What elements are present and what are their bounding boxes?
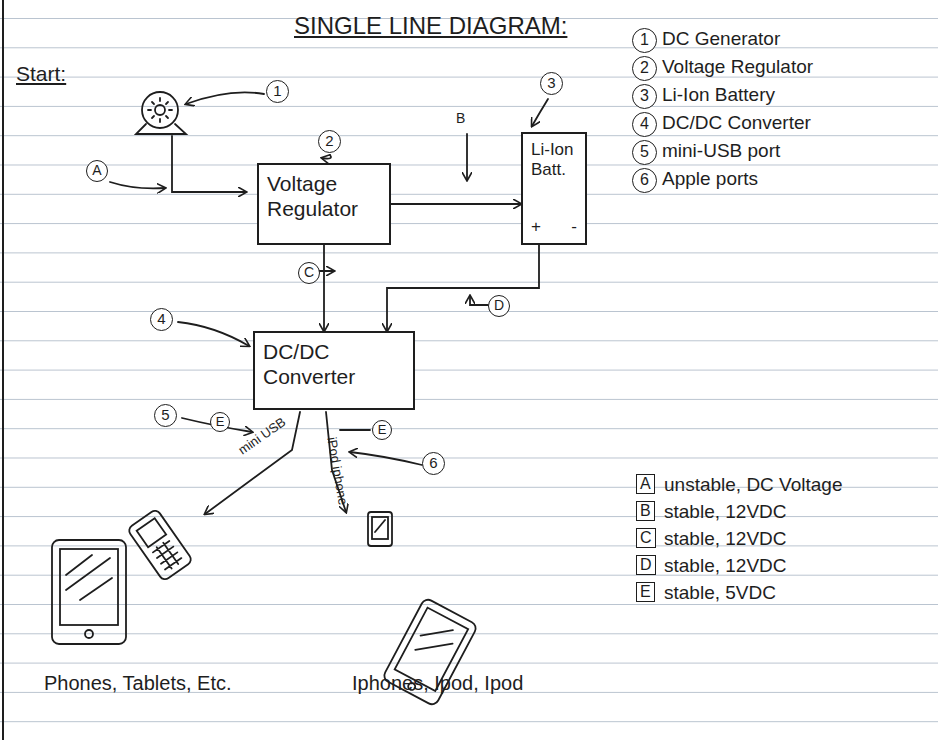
callout-number: A bbox=[86, 160, 108, 182]
diagram-title: SINGLE LINE DIAGRAM: bbox=[294, 12, 567, 40]
leader-line bbox=[186, 92, 264, 104]
leader-line bbox=[322, 155, 331, 159]
callout-number: D bbox=[488, 295, 510, 317]
callout-letter: B bbox=[636, 501, 655, 521]
leader-line bbox=[466, 134, 468, 180]
leader-line bbox=[318, 270, 334, 272]
leader-line bbox=[470, 296, 488, 305]
generator-wire bbox=[172, 136, 246, 192]
callout-number: 6 bbox=[632, 168, 657, 193]
callout-letter: A bbox=[636, 474, 655, 494]
flip-phone-drawing bbox=[127, 508, 193, 581]
note-text: Iphones, Ipod, Ipod bbox=[352, 672, 523, 695]
note-text: B bbox=[456, 110, 465, 126]
page-edge bbox=[2, 0, 4, 740]
callout-number: 6 bbox=[422, 452, 445, 475]
leader-line bbox=[340, 429, 370, 431]
note-text: mini-USB port bbox=[662, 140, 780, 162]
leader-line bbox=[350, 452, 422, 465]
callout-number: 1 bbox=[632, 28, 657, 53]
callout-number: 3 bbox=[632, 84, 657, 109]
callout-number: E bbox=[210, 412, 230, 432]
process-box: Li-Ion Batt.+- bbox=[521, 132, 587, 245]
connector-arrow bbox=[391, 203, 521, 205]
note-text: stable, 12VDC bbox=[664, 555, 787, 577]
terminal-row: +- bbox=[531, 217, 577, 237]
mini-usb-cable bbox=[205, 412, 300, 514]
callout-number: 2 bbox=[632, 56, 657, 81]
box-label: DC/DC Converter bbox=[263, 339, 405, 389]
note-text: stable, 12VDC bbox=[664, 528, 787, 550]
illustration bbox=[52, 92, 548, 707]
process-box: Voltage Regulator bbox=[257, 163, 391, 245]
note-text: DC/DC Converter bbox=[662, 112, 811, 134]
note-text: stable, 5VDC bbox=[664, 582, 776, 604]
note-text: Voltage Regulator bbox=[662, 56, 813, 78]
note-text: Li-Ion Battery bbox=[662, 84, 775, 106]
terminal-sign: + bbox=[531, 217, 541, 237]
dc-generator-symbol bbox=[136, 92, 186, 134]
callout-number: 1 bbox=[266, 80, 289, 103]
note-text: Phones, Tablets, Etc. bbox=[44, 672, 232, 695]
callout-letter: E bbox=[636, 582, 655, 602]
box-label: Voltage Regulator bbox=[267, 171, 381, 221]
callout-number: 2 bbox=[318, 130, 341, 153]
callout-number: 5 bbox=[632, 140, 657, 165]
callout-letter: C bbox=[636, 528, 656, 548]
callout-number: C bbox=[298, 262, 320, 284]
callout-number: 3 bbox=[540, 72, 563, 95]
phone-drawing bbox=[368, 512, 392, 546]
callout-number: 5 bbox=[154, 404, 177, 427]
callout-number: 4 bbox=[150, 308, 173, 331]
connector-arrow bbox=[323, 245, 325, 331]
note-text: unstable, DC Voltage bbox=[664, 474, 843, 496]
leader-line bbox=[110, 182, 165, 188]
callout-letter: D bbox=[636, 555, 656, 575]
note-text: DC Generator bbox=[662, 28, 780, 50]
callout-number: 4 bbox=[632, 112, 657, 137]
note-text: Apple ports bbox=[662, 168, 758, 190]
box-label: Li-Ion Batt. bbox=[531, 140, 577, 181]
note-text: Start: bbox=[16, 62, 66, 86]
note-text: stable, 12VDC bbox=[664, 501, 787, 523]
tablet-drawing bbox=[52, 540, 126, 644]
process-box: DC/DC Converter bbox=[253, 331, 415, 410]
connector-arrow bbox=[387, 245, 539, 331]
callout-number: E bbox=[372, 420, 392, 440]
leader-line bbox=[532, 99, 548, 126]
leader-line bbox=[178, 322, 249, 346]
terminal-sign: - bbox=[571, 217, 577, 237]
